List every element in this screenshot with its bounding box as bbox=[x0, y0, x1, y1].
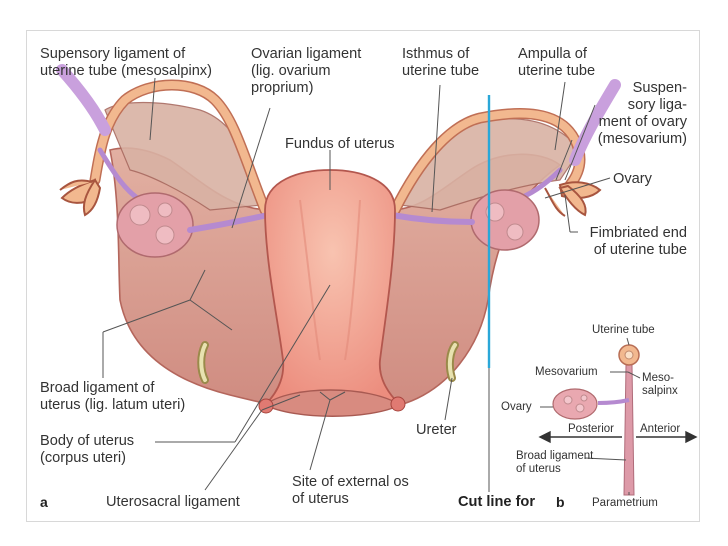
label-b-posterior: Posterior bbox=[568, 423, 615, 435]
suspensory-ligament-left bbox=[56, 64, 111, 136]
ovary-section bbox=[552, 388, 598, 420]
leader-lines bbox=[102, 77, 611, 491]
uterus bbox=[262, 169, 403, 406]
fimbriae-left bbox=[59, 178, 102, 217]
panel-b-marker: b bbox=[556, 494, 565, 510]
label-external-os: Site of external os of uterus bbox=[292, 474, 409, 507]
label-b-parametrium: Parametrium bbox=[592, 497, 658, 509]
ovary-left bbox=[116, 192, 194, 258]
panel-b-section bbox=[552, 344, 640, 496]
label-fundus: Fundus of uterus bbox=[285, 136, 395, 152]
label-ovarian-ligament: Ovarian ligament (lig. ovarium proprium) bbox=[251, 46, 362, 96]
fimbriae-right bbox=[544, 181, 602, 217]
suspensory-ligament-right bbox=[569, 79, 621, 166]
ovarian-ligament-left bbox=[187, 212, 271, 233]
label-ampulla: Ampulla of uterine tube bbox=[518, 46, 596, 79]
label-uterosacral-ligament: Uterosacral ligament bbox=[106, 494, 240, 510]
uterosacral-knob-right bbox=[390, 396, 406, 412]
ovary-right bbox=[470, 189, 540, 251]
label-suspensory-ligament-tube: Supensory ligament of uterine tube (meso… bbox=[40, 46, 212, 79]
label-fimbriated-end: Fimbriated end of uterine tube bbox=[589, 225, 687, 258]
panel-a-marker: a bbox=[40, 494, 48, 510]
ovarian-ligament-right bbox=[389, 212, 475, 225]
label-b-mesovarium: Mesovarium bbox=[535, 366, 598, 378]
label-b-anterior: Anterior bbox=[640, 423, 681, 435]
label-b-mesosalpinx: Meso- salpinx bbox=[642, 372, 678, 397]
label-broad-ligament: Broad ligament of uterus (lig. latum ute… bbox=[40, 380, 186, 413]
label-b-ovary: Ovary bbox=[501, 401, 532, 413]
label-b-broad-ligament: Broad ligament of uterus bbox=[516, 450, 594, 475]
label-cut-line: Cut line for bbox=[458, 494, 536, 510]
label-isthmus: Isthmus of uterine tube bbox=[402, 46, 480, 79]
label-ovary: Ovary bbox=[613, 171, 652, 187]
label-ureter: Ureter bbox=[416, 422, 457, 438]
orientation-arrows bbox=[538, 430, 698, 444]
label-suspensory-ligament-ovary: Suspen- sory liga- ment of ovary (mesova… bbox=[597, 80, 687, 147]
broad-ligament-section bbox=[623, 364, 635, 496]
label-body-of-uterus: Body of uterus (corpus uteri) bbox=[40, 433, 135, 466]
label-b-uterine-tube: Uterine tube bbox=[592, 324, 655, 336]
